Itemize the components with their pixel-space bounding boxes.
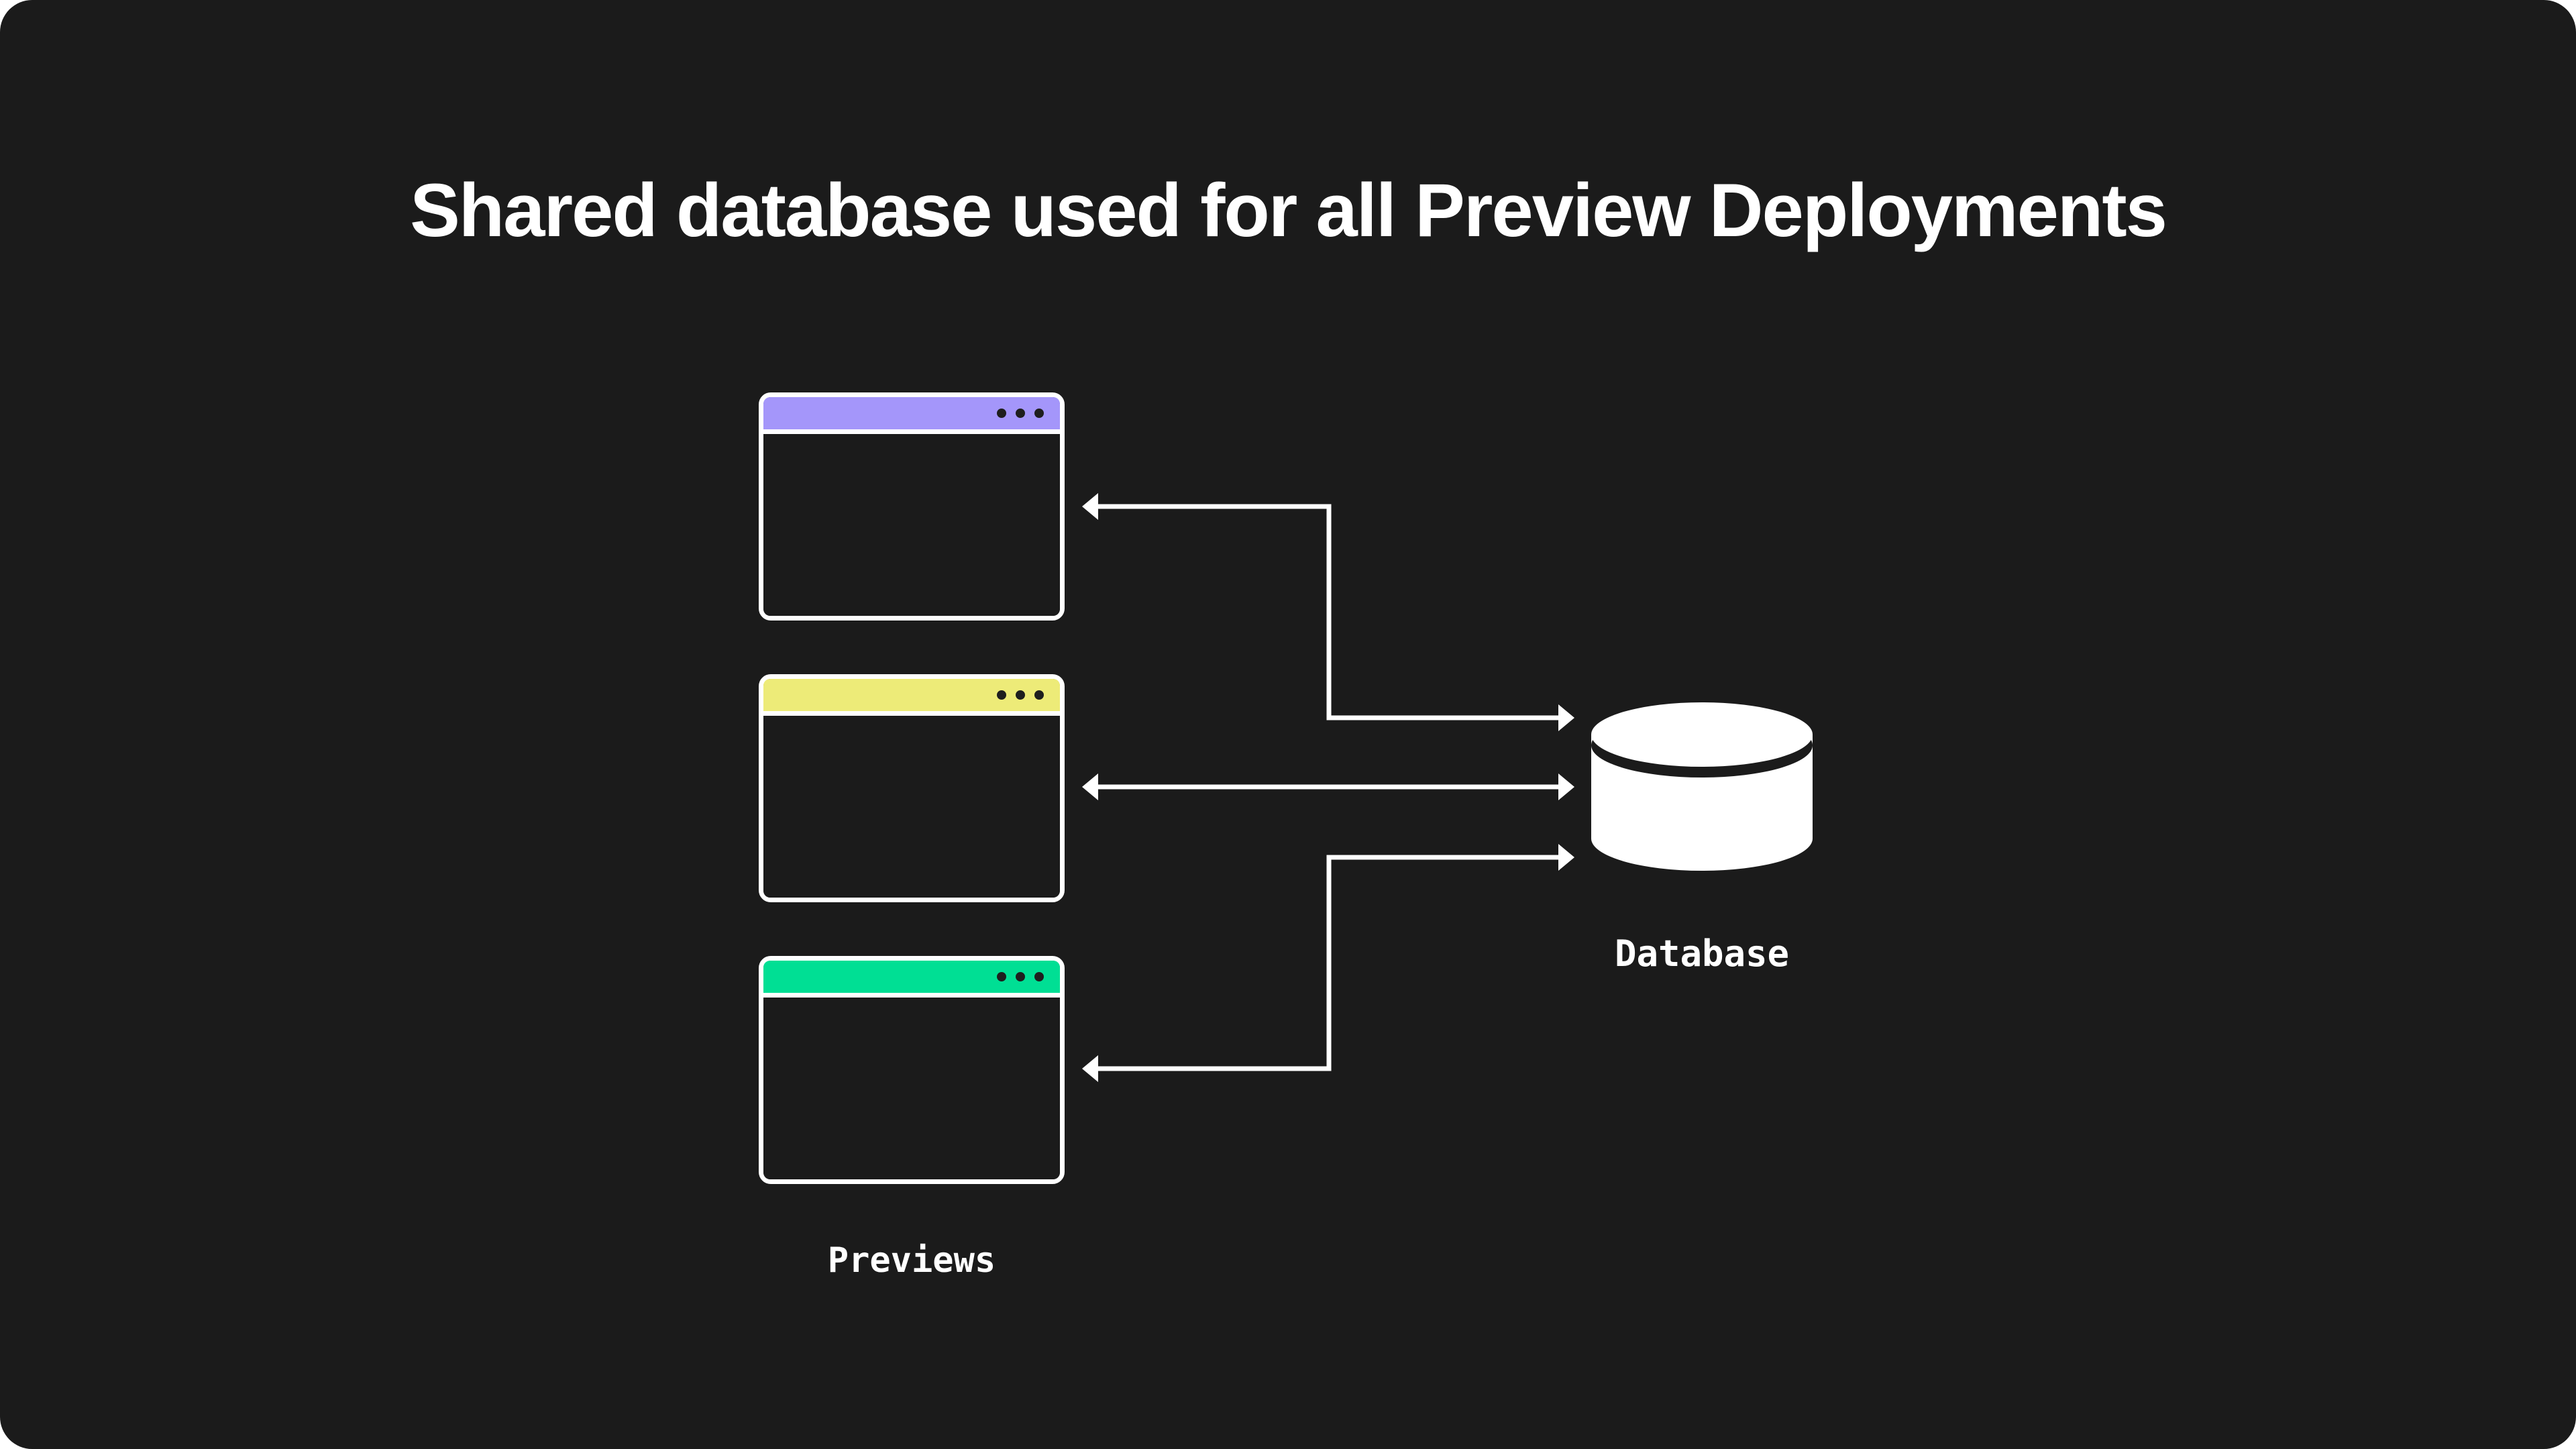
database-label: Database	[1614, 932, 1790, 975]
arrowhead-right-icon	[1558, 773, 1574, 800]
diagram-title: Shared database used for all Preview Dep…	[410, 168, 2167, 252]
window-dot-icon	[997, 409, 1006, 418]
preview-window-1-body	[763, 434, 1060, 616]
preview-window-3-titlebar	[763, 961, 1060, 998]
window-dot-icon	[997, 690, 1006, 700]
window-dot-icon	[1034, 972, 1044, 981]
preview-window-2-body	[763, 716, 1060, 898]
arrowhead-right-icon	[1558, 844, 1574, 871]
window-dot-icon	[1034, 409, 1044, 418]
window-dot-icon	[997, 972, 1006, 981]
connection-preview3-database	[1082, 844, 1574, 1082]
connection-preview2-database	[1082, 773, 1574, 800]
preview-window-1-titlebar	[763, 397, 1060, 434]
preview-window-2	[759, 674, 1065, 902]
arrowhead-right-icon	[1558, 704, 1574, 731]
preview-window-3-body	[763, 998, 1060, 1179]
arrowhead-left-icon	[1082, 773, 1098, 800]
database-icon	[1591, 702, 1813, 871]
arrowhead-left-icon	[1082, 1055, 1098, 1082]
preview-window-3	[759, 956, 1065, 1184]
previews-label: Previews	[827, 1240, 996, 1281]
preview-window-1	[759, 392, 1065, 621]
window-dot-icon	[1016, 409, 1025, 418]
arrowhead-left-icon	[1082, 493, 1098, 520]
window-dot-icon	[1016, 690, 1025, 700]
window-dot-icon	[1016, 972, 1025, 981]
window-dot-icon	[1034, 690, 1044, 700]
preview-window-2-titlebar	[763, 679, 1060, 716]
connection-preview1-database	[1082, 493, 1574, 731]
